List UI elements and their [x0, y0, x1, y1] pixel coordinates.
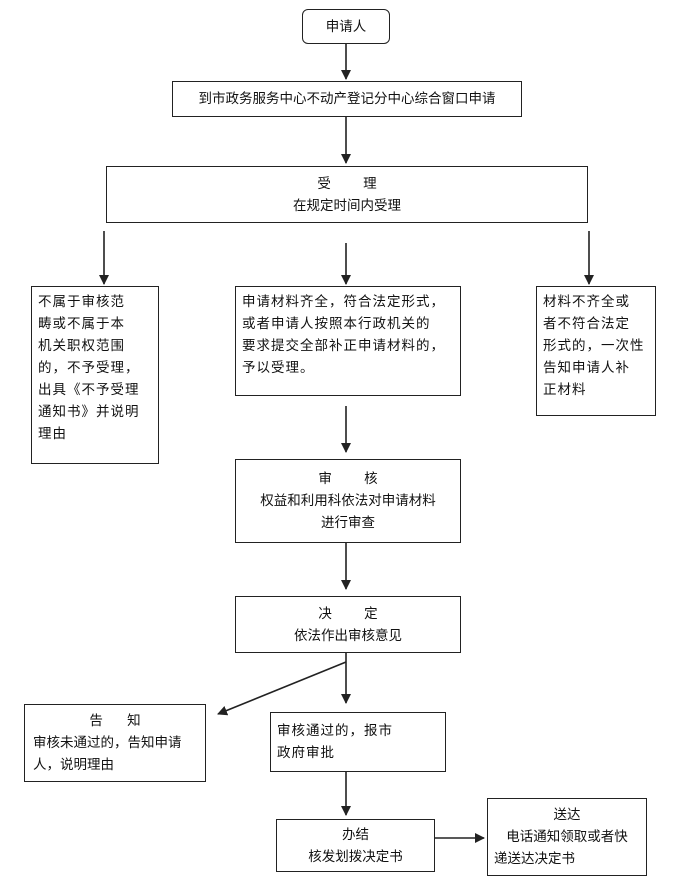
node-submit: 到市政务服务中心不动产登记分中心综合窗口申请 — [172, 81, 522, 117]
node-submit-label: 到市政务服务中心不动产登记分中心综合窗口申请 — [198, 91, 496, 107]
node-approve-line: 政府审批 — [277, 745, 335, 761]
node-notify-line: 人，说明理由 — [33, 757, 114, 773]
node-supplement-line: 告知申请人补 — [543, 360, 630, 376]
node-reject-line: 不属于审核范 — [38, 294, 125, 310]
node-reject-line: 通知书》并说明 — [38, 404, 140, 420]
node-accept-subtitle: 在规定时间内受理 — [293, 197, 401, 214]
node-reject-line: 畴或不属于本 — [38, 316, 125, 332]
node-deliver-line: 递送达决定书 — [494, 851, 575, 867]
node-decide-title: 决 定 — [318, 605, 392, 622]
node-review-title: 审 核 — [318, 471, 392, 487]
node-supplement-line: 形式的，一次性 — [543, 338, 645, 354]
node-review: 审 核 权益和利用科依法对申请材料 进行审查 — [235, 459, 461, 543]
node-applicant: 申请人 — [302, 9, 390, 44]
node-deliver: 送达 电话通知领取或者快 递送达决定书 — [487, 798, 647, 876]
arrow-decide-to-notify — [217, 661, 347, 716]
node-supplement-line: 者不符合法定 — [543, 316, 630, 332]
node-approve: 审核通过的，报市 政府审批 — [270, 712, 446, 772]
node-review-line: 进行审查 — [321, 515, 375, 531]
node-accepted-line: 申请材料齐全，符合法定形式， — [242, 294, 445, 310]
node-accepted: 申请材料齐全，符合法定形式， 或者申请人按照本行政机关的 要求提交全部补正申请材… — [235, 286, 461, 396]
node-supplement-line: 材料不齐全或 — [543, 294, 630, 310]
node-reject-line: 理由 — [38, 426, 67, 442]
node-notify-title: 告 知 — [89, 713, 151, 729]
node-reject-line: 的，不予受理， — [38, 360, 140, 376]
node-accepted-line: 予以受理。 — [242, 360, 315, 376]
node-deliver-title: 送达 — [553, 807, 581, 823]
node-handle: 办结 核发划拨决定书 — [276, 819, 435, 872]
node-approve-line: 审核通过的，报市 — [277, 723, 393, 739]
node-accepted-line: 或者申请人按照本行政机关的 — [242, 316, 431, 332]
node-deliver-line: 电话通知领取或者快 — [506, 829, 628, 845]
node-accept: 受 理 在规定时间内受理 — [106, 166, 588, 223]
node-reject: 不属于审核范 畴或不属于本 机关职权范围 的，不予受理， 出具《不予受理 通知书… — [31, 286, 159, 464]
node-handle-subtitle: 核发划拨决定书 — [308, 848, 403, 865]
node-supplement: 材料不齐全或 者不符合法定 形式的，一次性 告知申请人补 正材料 — [536, 286, 656, 416]
node-accept-title: 受 理 — [317, 175, 391, 192]
node-applicant-label: 申请人 — [325, 18, 367, 35]
node-decide: 决 定 依法作出审核意见 — [235, 596, 461, 653]
node-reject-line: 机关职权范围 — [38, 338, 125, 354]
node-notify: 告 知 审核未通过的，告知申请 人，说明理由 — [24, 704, 206, 782]
node-supplement-line: 正材料 — [543, 382, 587, 398]
node-decide-subtitle: 依法作出审核意见 — [294, 627, 402, 644]
node-accepted-line: 要求提交全部补正申请材料的， — [242, 338, 445, 354]
node-reject-line: 出具《不予受理 — [38, 382, 140, 398]
node-review-line: 权益和利用科依法对申请材料 — [260, 493, 436, 509]
node-handle-title: 办结 — [342, 826, 369, 843]
node-notify-line: 审核未通过的，告知申请 — [33, 735, 182, 751]
